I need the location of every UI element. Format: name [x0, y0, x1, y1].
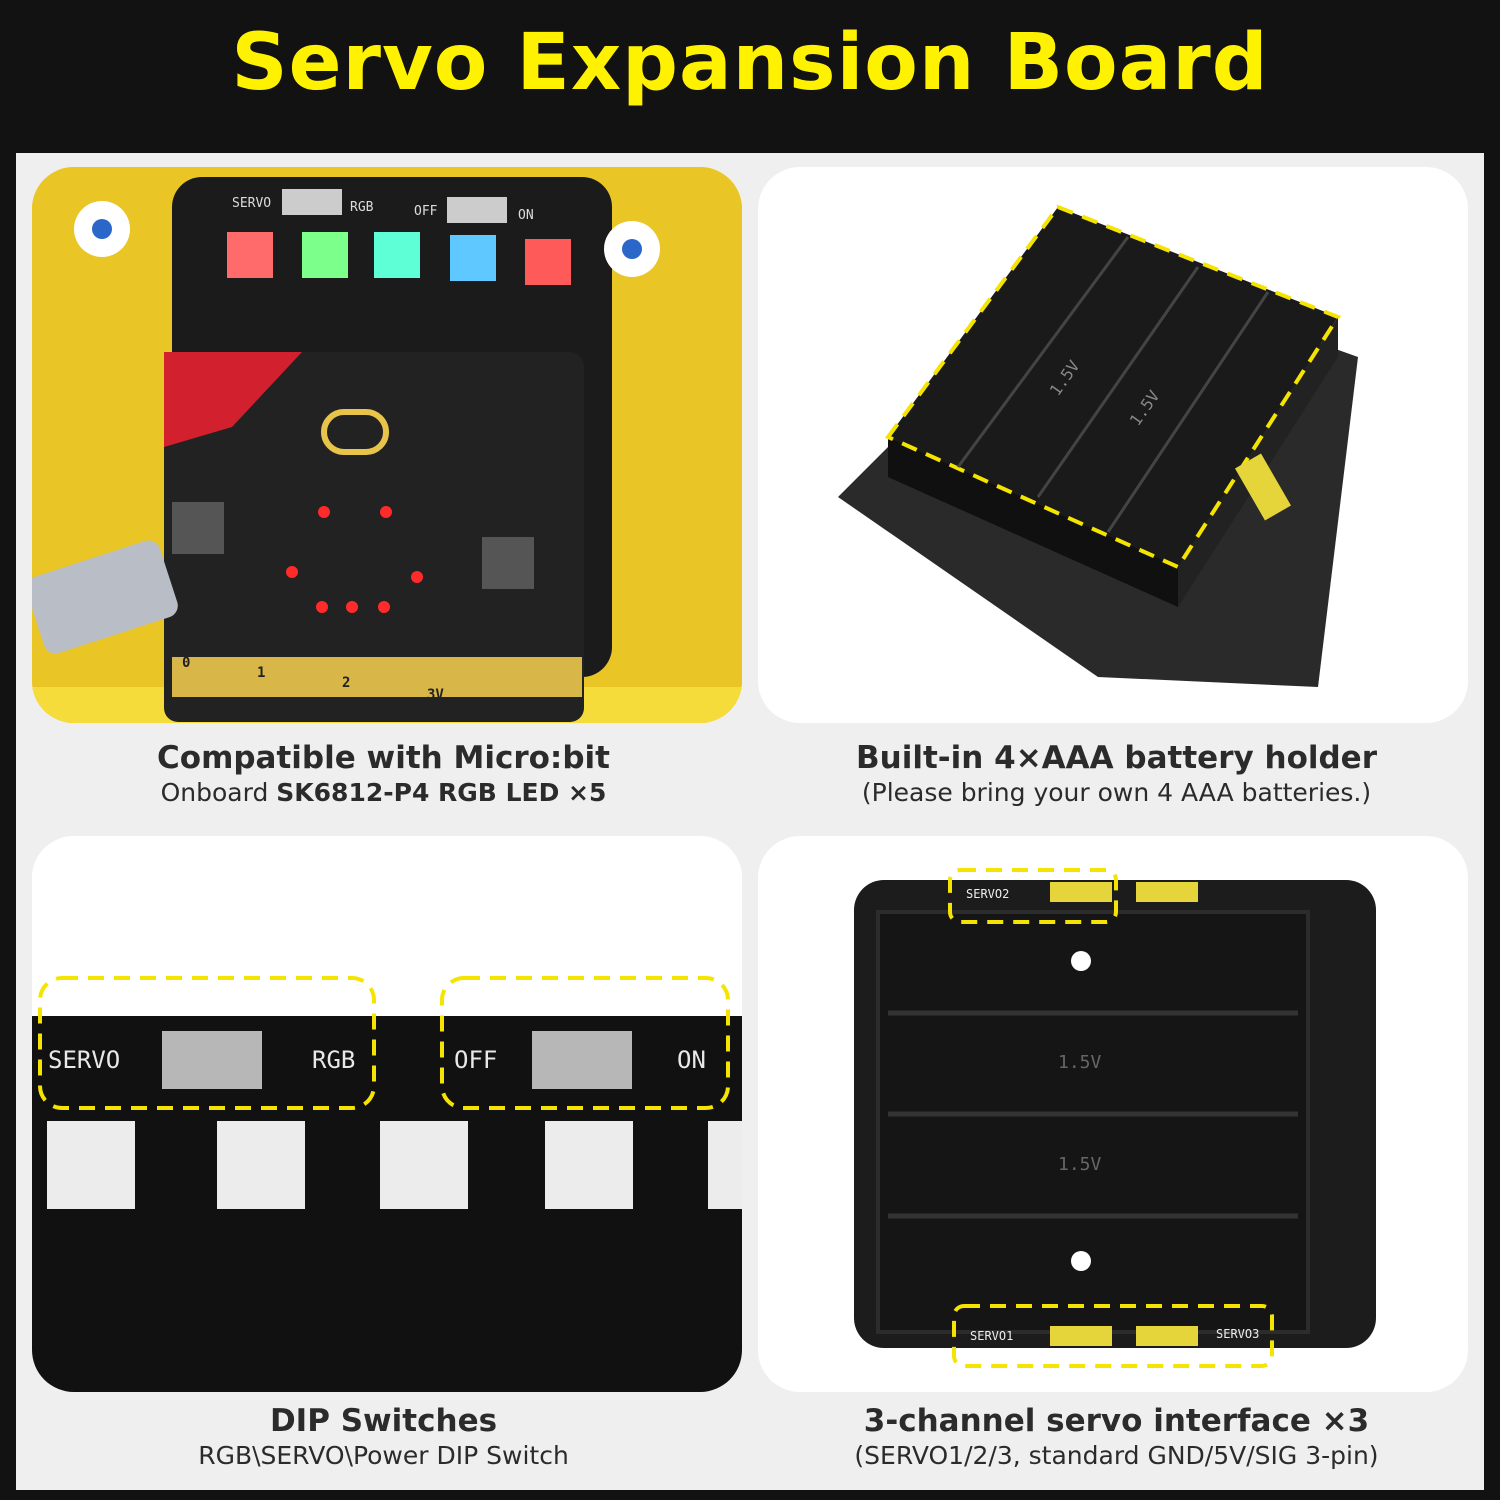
svg-text:1: 1: [257, 665, 265, 681]
caption-sub: (SERVO1/2/3, standard GND/5V/SIG 3-pin): [854, 1441, 1379, 1470]
caption-heading: Compatible with Micro:bit: [157, 740, 610, 776]
caption-servo: 3-channel servo interface ×3 (SERVO1/2/3…: [749, 1403, 1484, 1473]
caption-sub: Onboard SK6812-P4 RGB LED ×5: [160, 778, 607, 807]
battery-holder-photo: 1.5V 1.5V: [758, 167, 1468, 723]
off-label: OFF: [454, 1046, 497, 1074]
caption-heading: 3-channel servo interface ×3: [863, 1403, 1370, 1439]
rgb-label: RGB: [312, 1046, 355, 1074]
servo3-label: SERVO3: [1216, 1327, 1259, 1341]
svg-text:ON: ON: [518, 208, 534, 223]
svg-text:2: 2: [342, 675, 350, 691]
servo1-label: SERVO1: [970, 1329, 1013, 1343]
svg-text:3V: 3V: [427, 687, 444, 703]
svg-text:RGB: RGB: [350, 200, 374, 215]
svg-text:1.5V: 1.5V: [1058, 1154, 1102, 1175]
led-blue: [450, 235, 496, 281]
svg-text:GND: GND: [502, 701, 527, 717]
rgb-leds: [227, 232, 571, 285]
caption-sub: RGB\SERVO\Power DIP Switch: [198, 1441, 569, 1470]
on-label: ON: [677, 1046, 706, 1074]
svg-text:0: 0: [182, 655, 190, 671]
svg-text:OFF: OFF: [414, 204, 438, 219]
content-panel: SERVO RGB OFF ON: [16, 153, 1484, 1490]
page-title: Servo Expansion Board: [231, 18, 1269, 108]
caption-microbit: Compatible with Micro:bit Onboard SK6812…: [16, 740, 751, 810]
led-green: [302, 232, 348, 278]
led-cyan: [374, 232, 420, 278]
led-red: [227, 232, 273, 278]
servo-label: SERVO: [48, 1046, 120, 1074]
caption-heading: DIP Switches: [269, 1403, 498, 1439]
microbit-photo: SERVO RGB OFF ON: [32, 167, 742, 723]
led-red-2: [525, 239, 571, 285]
caption-dip: DIP Switches RGB\SERVO\Power DIP Switch: [16, 1403, 751, 1473]
caption-battery: Built-in 4×AAA battery holder (Please br…: [749, 740, 1484, 810]
caption-heading: Built-in 4×AAA battery holder: [856, 740, 1377, 776]
servo2-label: SERVO2: [966, 887, 1009, 901]
dip-switch-photo: SERVO RGB OFF ON: [32, 836, 742, 1392]
servo-label: SERVO: [232, 196, 271, 211]
svg-text:1.5V: 1.5V: [1058, 1052, 1102, 1073]
servo-interface-photo: 1.5V 1.5V SERVO2 SERVO1 SERVO3: [758, 836, 1468, 1392]
caption-sub: (Please bring your own 4 AAA batteries.): [861, 778, 1372, 807]
